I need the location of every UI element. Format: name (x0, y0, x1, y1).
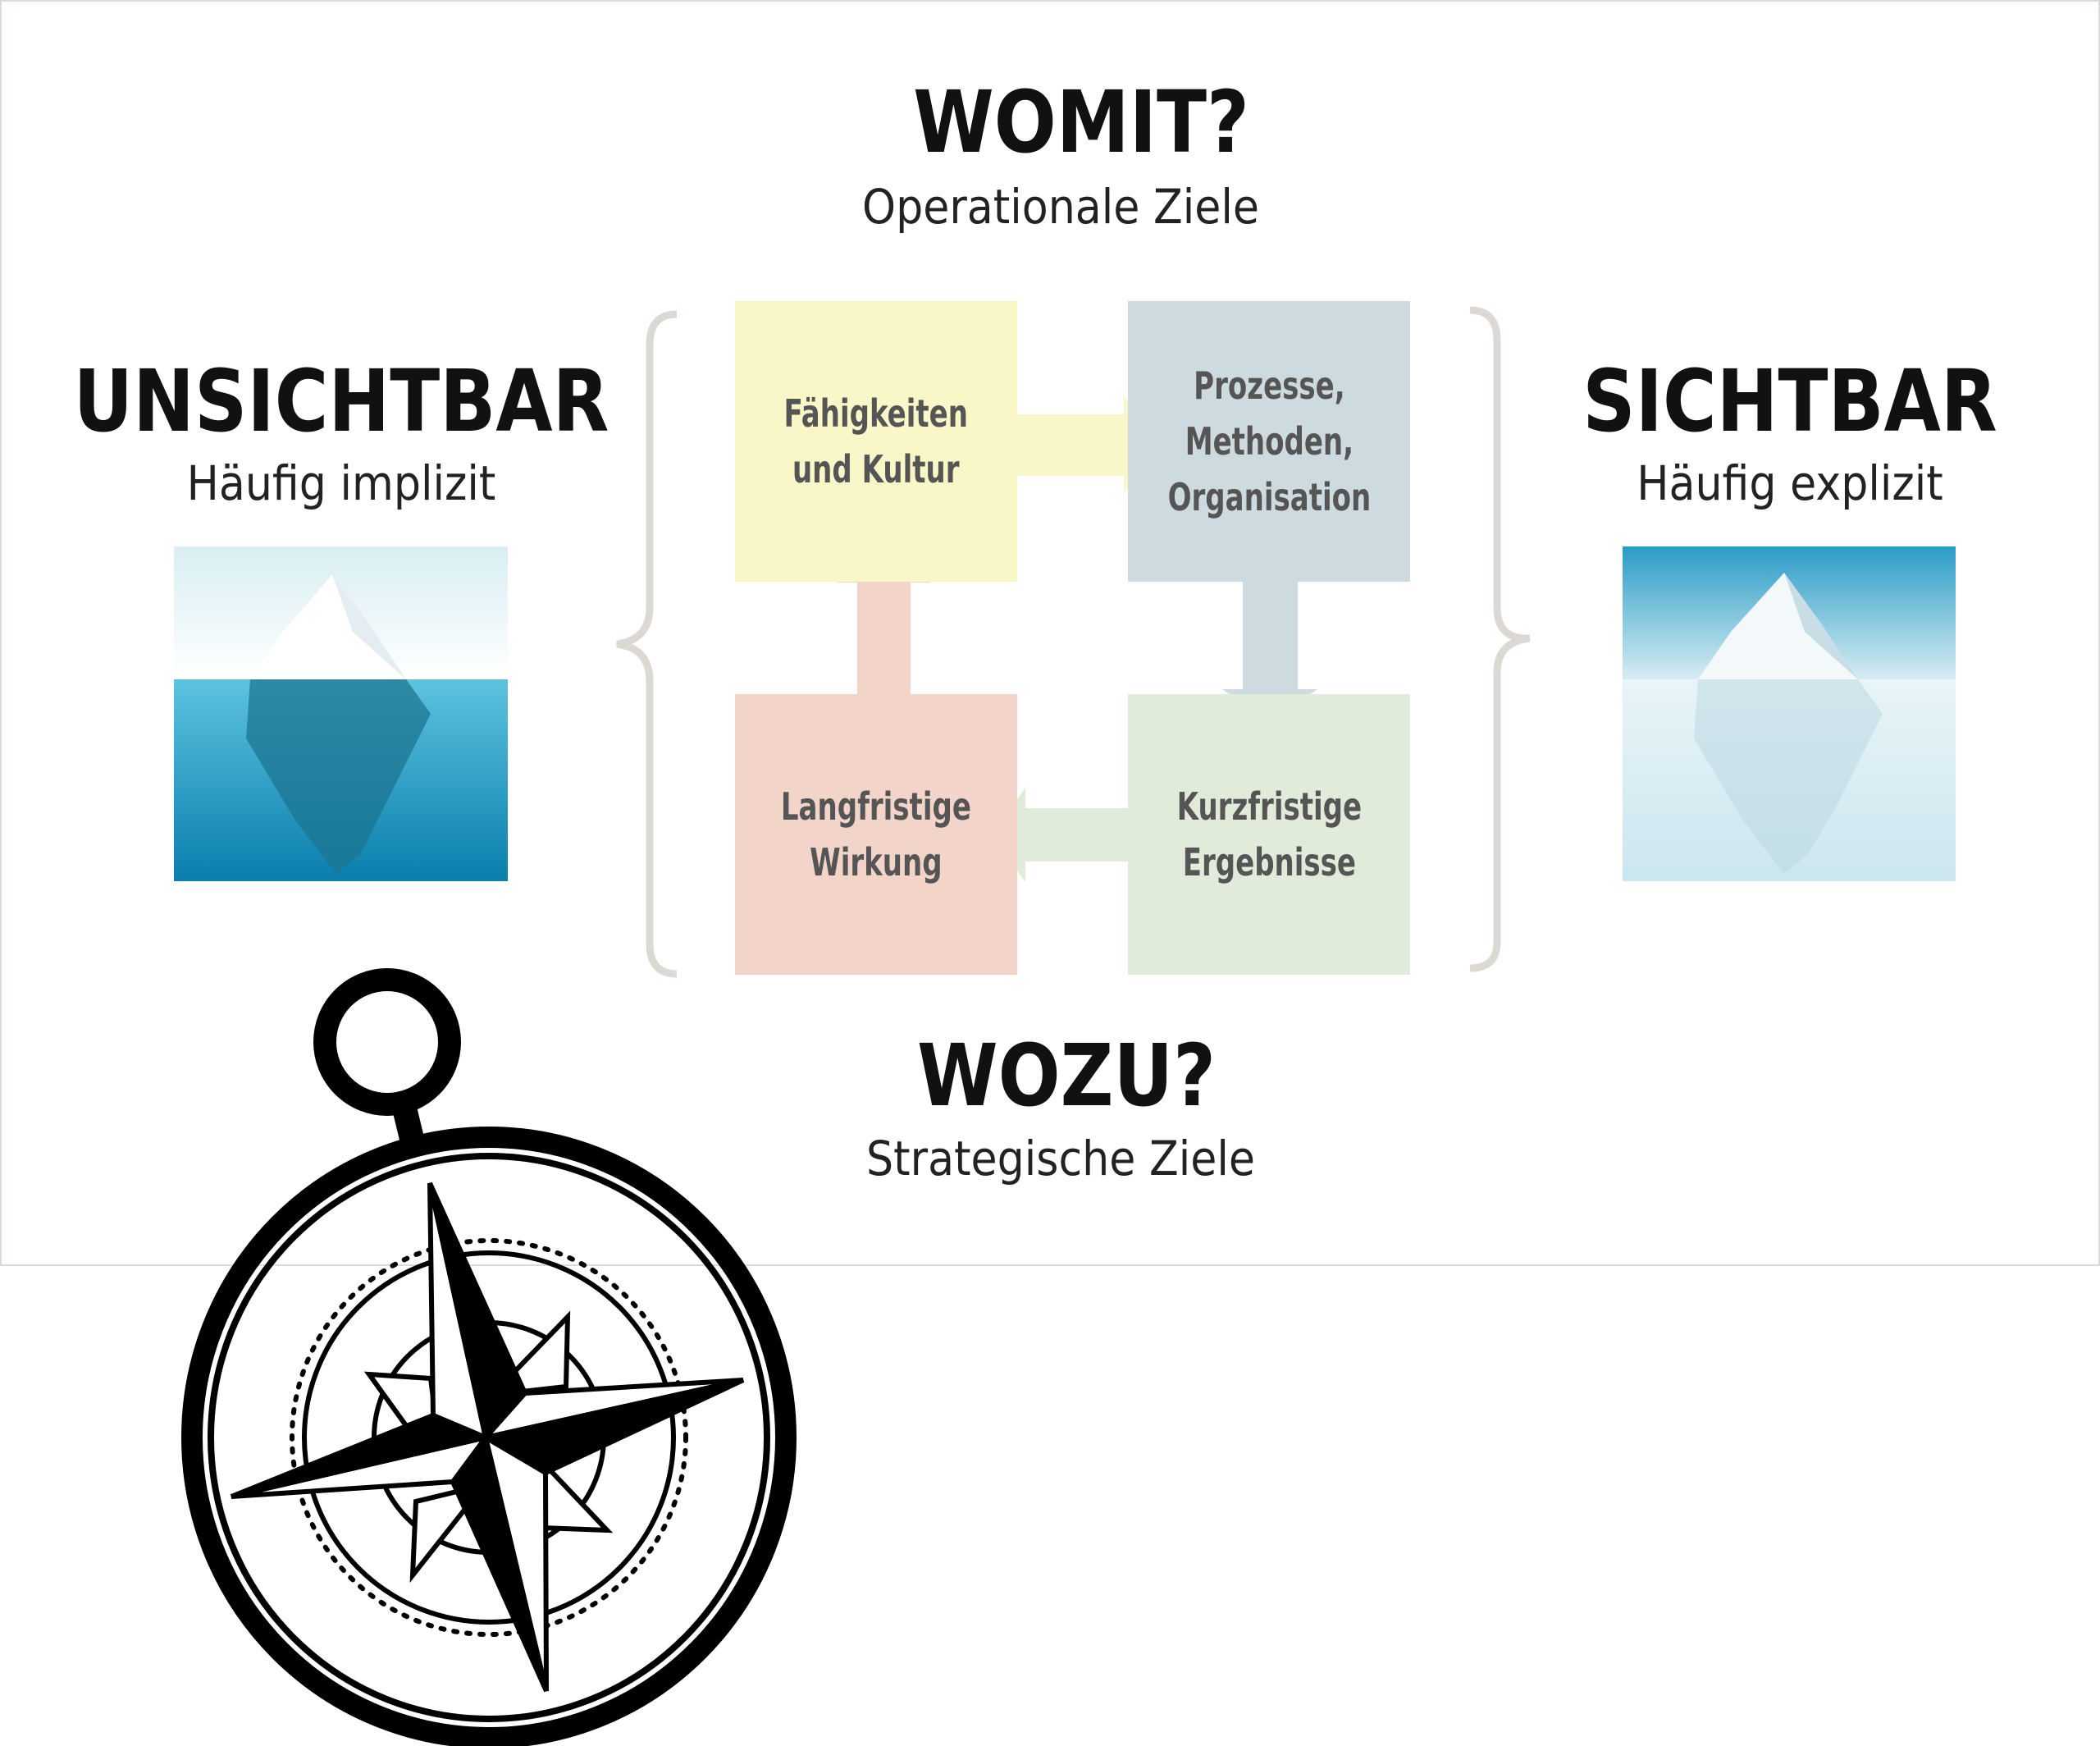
box-processes-methods: Prozesse, Methoden, Organisation (1128, 301, 1410, 582)
compass-icon (181, 968, 797, 1746)
arrow-up (837, 550, 931, 694)
right-brace (1469, 306, 1531, 972)
left-title: UNSICHTBAR (73, 351, 609, 451)
box-label: Prozesse, (1193, 363, 1345, 408)
right-subtitle: Häufig explizit (1637, 455, 1943, 511)
left-subtitle: Häufig implizit (186, 455, 496, 511)
arrow-right (1016, 395, 1152, 494)
iceberg-submerged-icon (174, 546, 508, 881)
box-label: Ergebnisse (1182, 840, 1356, 884)
bottom-subtitle: Strategische Ziele (866, 1131, 1255, 1186)
box-label: Kurzfristige (1176, 784, 1362, 829)
box-label: Wirkung (810, 840, 943, 884)
box-label: und Kultur (792, 447, 960, 491)
iceberg-visible-icon (1623, 546, 1956, 881)
arrow-down (1222, 582, 1317, 722)
right-title: SICHTBAR (1582, 351, 1997, 451)
box-label: Langfristige (780, 784, 972, 829)
arrow-left (991, 788, 1128, 882)
box-label: Fähigkeiten (783, 391, 969, 436)
box-capabilities-culture: Fähigkeiten und Kultur (735, 301, 1017, 582)
top-subtitle: Operationale Ziele (862, 179, 1259, 235)
bottom-title: WOZU? (916, 1026, 1217, 1126)
box-label: Organisation (1167, 475, 1371, 519)
top-title: WOMIT? (913, 72, 1249, 172)
box-label: Methoden, (1185, 419, 1354, 464)
left-brace (616, 310, 678, 978)
